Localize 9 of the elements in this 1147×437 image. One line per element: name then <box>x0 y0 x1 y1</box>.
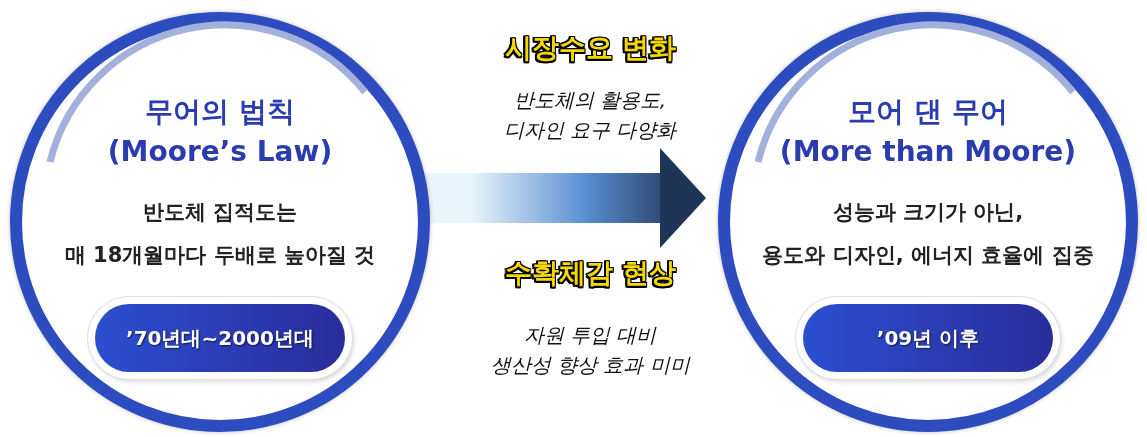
description: 성능과 크기가 아닌, 용도와 디자인, 에너지 효율에 집중 <box>761 199 1095 269</box>
description: 반도체 집적도는 매 18개월마다 두배로 높아질 것 <box>63 199 377 269</box>
note-text: 반도체의 활용도, 디자인 요구 다양화 <box>503 87 677 144</box>
arrow <box>425 148 706 248</box>
note-text: 자원 투입 대비 생산성 향상 효과 미미 <box>490 322 690 379</box>
section-title: 시장수요 변화 <box>504 31 676 65</box>
heading: 무어의 법칙 (Moore’s Law) <box>106 94 334 170</box>
section-title: 수확체감 현상 <box>504 256 676 290</box>
heading: 모어 댄 무어 (More than Moore) <box>778 94 1078 170</box>
